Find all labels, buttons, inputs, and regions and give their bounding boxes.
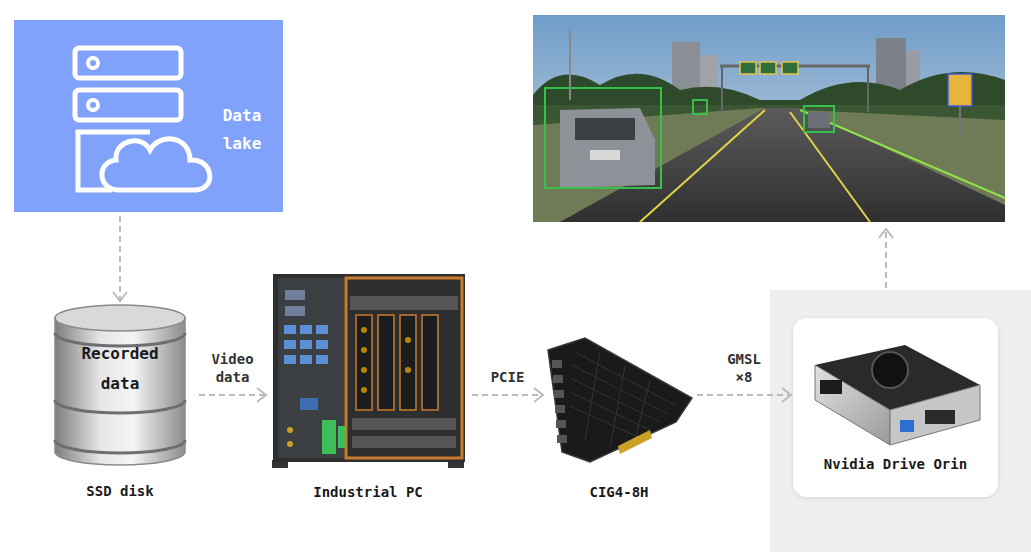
dashed-arrow [199, 388, 266, 402]
text-slot: Recorded data [70, 339, 170, 399]
pc-device: Industrial PC [268, 272, 470, 504]
text-slot: Data lake [202, 102, 282, 158]
text-slot: Nvidia Drive Orin [793, 454, 998, 474]
edge-label: GMSL ×8 [718, 349, 770, 387]
edge-label: PCIE [481, 367, 535, 387]
disk-label: Recorded data [70, 339, 170, 399]
dashed-arrow [472, 388, 543, 402]
device-caption: SSD disk [45, 481, 195, 501]
disk-cylinder: Recorded dataSSD disk [55, 305, 197, 505]
capture-card: CIG4-8H [545, 330, 695, 504]
text-slot: Industrial PC [268, 482, 468, 502]
text-slot: SSD disk [45, 481, 195, 501]
data-lake-panel: Data lake [14, 20, 284, 212]
device-caption: CIG4-8H [545, 482, 693, 502]
device-caption: Industrial PC [268, 482, 468, 502]
edge-label: Video data [203, 349, 263, 387]
orin-box: Nvidia Drive Orin [793, 318, 1000, 497]
dashed-arrow [113, 216, 127, 301]
device-caption: Nvidia Drive Orin [793, 454, 998, 474]
panel-title: Data lake [202, 102, 282, 158]
dashed-arrow [697, 388, 791, 402]
text-slot: CIG4-8H [545, 482, 693, 502]
